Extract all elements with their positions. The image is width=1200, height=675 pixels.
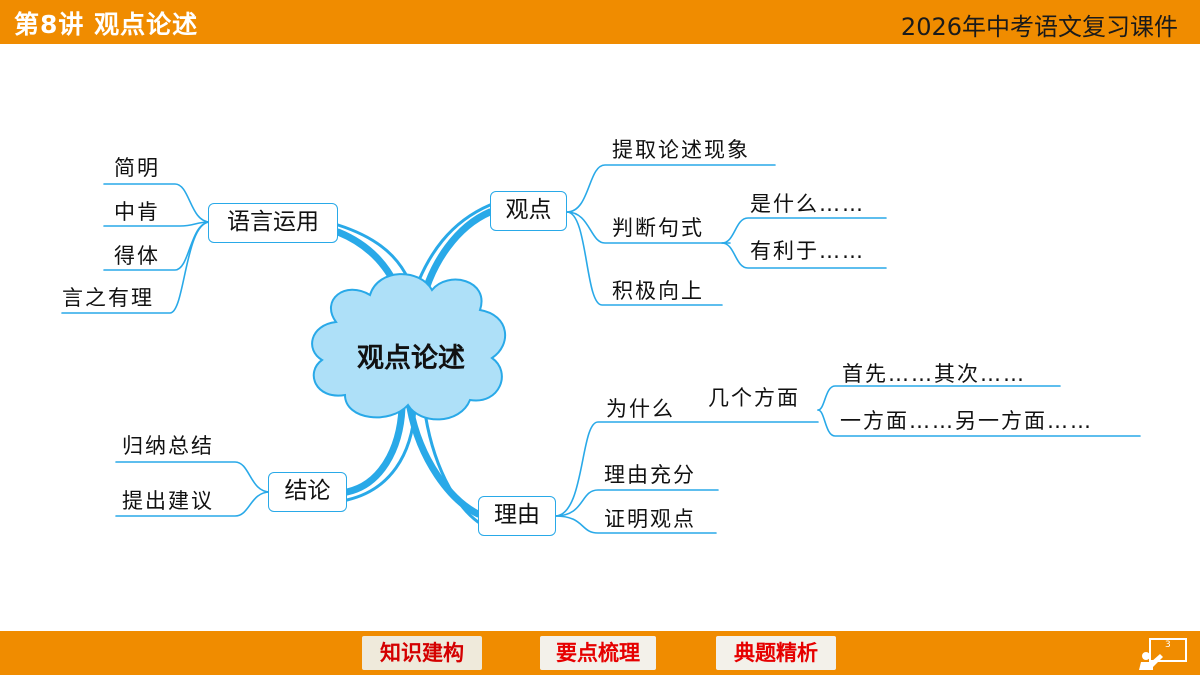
node-conclusion-label: 结论 [284,478,331,504]
trunk-reason-b [422,404,480,524]
leaf-first-next: 首先……其次…… [842,362,1026,386]
leaf-positive: 积极向上 [612,279,704,303]
node-language-label: 语言运用 [227,209,319,235]
leaf-judgment-sentence: 判断句式 [612,216,704,240]
language-leaf-lines [61,183,211,314]
page-number: 3 [1165,640,1171,650]
nav-typical-examples[interactable]: 典题精析 [716,636,836,670]
leaf-summarize: 归纳总结 [122,434,214,458]
conclusion-leaf-lines [115,461,271,517]
leaf-beneficial: 有利于…… [750,239,865,263]
presenter-icon[interactable] [1136,636,1190,672]
lecture-title: 第8讲 观点论述 [14,10,199,39]
leaf-what-is: 是什么…… [750,192,865,216]
reason-leaf-lines [554,385,1141,534]
node-viewpoint: 观点 [490,191,567,231]
center-cloud [311,273,507,421]
node-viewpoint-label: 观点 [505,197,552,223]
viewpoint-leaf-lines [566,164,887,306]
trunk-conclusion [343,404,406,496]
leaf-appropriate: 得体 [114,244,160,268]
leaf-prove-viewpoint: 证明观点 [604,507,696,531]
leaf-pertinent: 中肯 [114,200,160,224]
leaf-sufficient-reason: 理由充分 [604,463,696,487]
trunk-reason [406,404,482,518]
leaf-aspects: 几个方面 [708,386,800,410]
course-title: 2026年中考语文复习课件 [900,13,1178,41]
node-conclusion: 结论 [268,472,347,512]
leaf-extract-phenomenon: 提取论述现象 [612,138,750,162]
node-language: 语言运用 [208,203,338,243]
leaf-on-one-hand: 一方面……另一方面…… [840,409,1093,433]
header-bar: 第8讲 观点论述 2026年中考语文复习课件 [0,0,1200,44]
center-topic: 观点论述 [357,343,465,374]
node-reason: 理由 [478,496,556,536]
leaf-why: 为什么 [606,397,675,421]
leaf-suggest: 提出建议 [122,489,214,513]
nav-key-points[interactable]: 要点梳理 [540,636,656,670]
leaf-concise: 简明 [114,156,160,180]
nav-knowledge-building[interactable]: 知识建构 [362,636,482,670]
leaf-reasonable: 言之有理 [62,286,154,310]
node-reason-label: 理由 [494,502,540,528]
